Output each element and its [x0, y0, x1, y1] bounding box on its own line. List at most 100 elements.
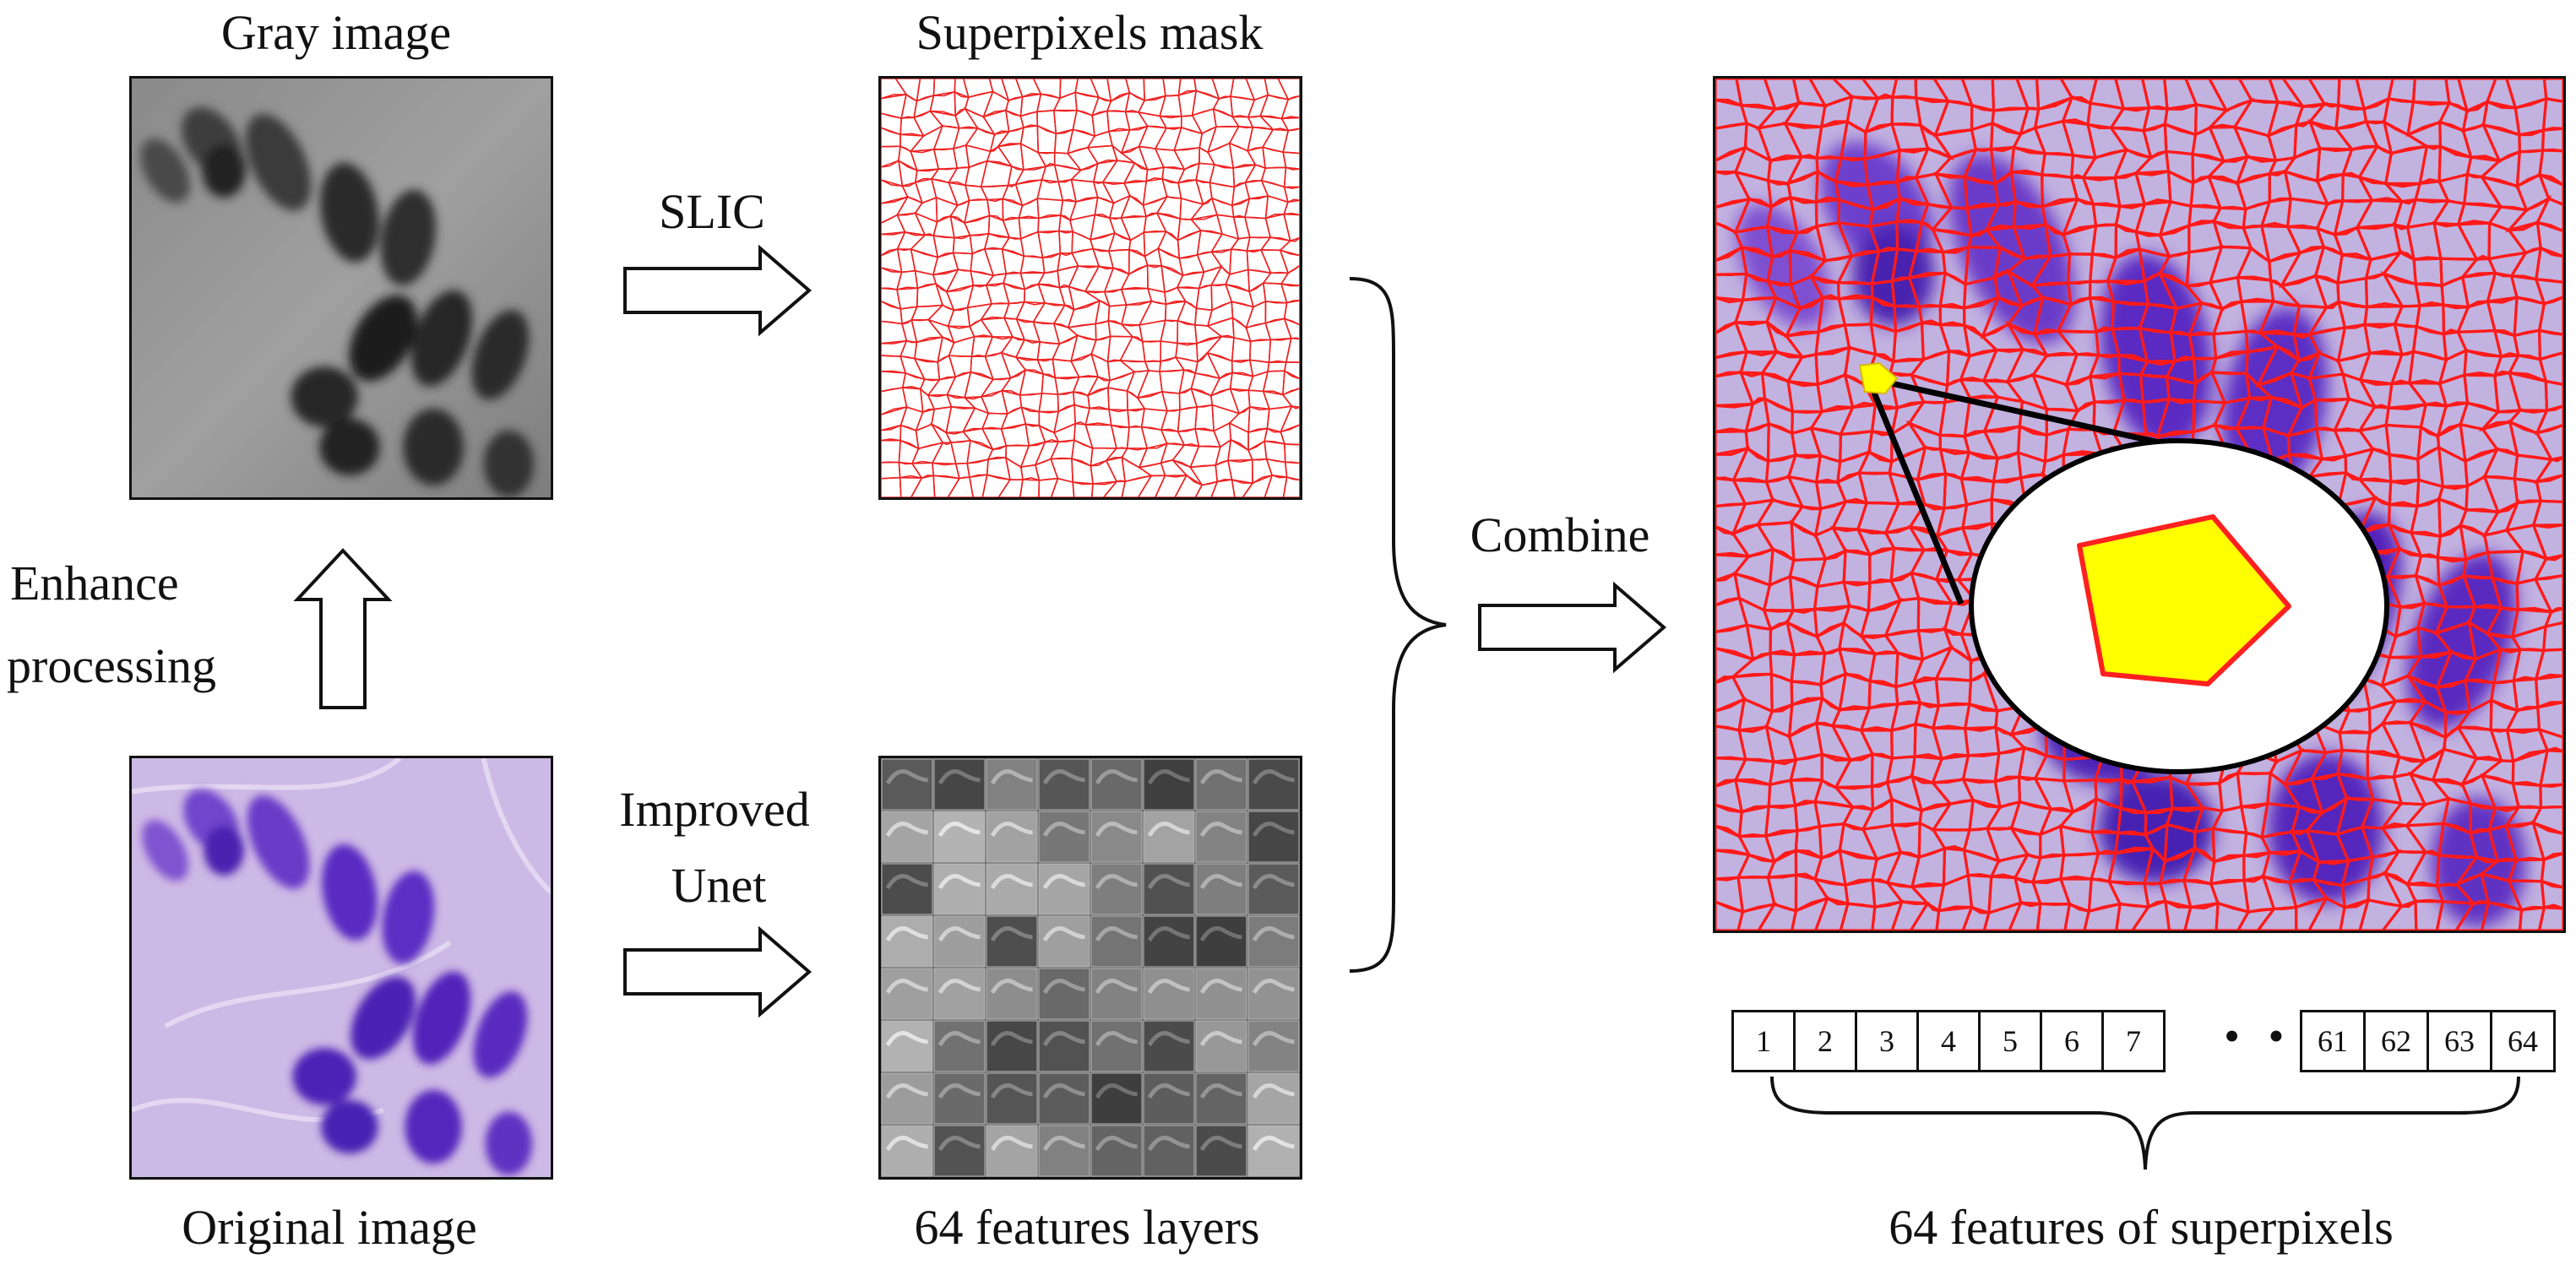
feature-layer-tile — [1038, 1020, 1090, 1072]
superpixel-cell — [1019, 393, 1043, 413]
superpixel-cell — [1110, 424, 1130, 449]
feature-layer-texture — [1095, 874, 1138, 890]
superpixel-cell — [1279, 404, 1300, 433]
feature-cell: 63 — [2427, 1010, 2492, 1072]
superpixel-cell — [1154, 148, 1186, 171]
superpixel-cell — [1247, 94, 1269, 118]
feature-layer-texture — [1252, 874, 1295, 890]
superpixel-cell — [1000, 423, 1030, 447]
feature-layer-texture — [937, 1083, 981, 1099]
original-image-panel — [129, 756, 553, 1180]
feature-layer-tile — [933, 863, 986, 915]
feature-layer-tile — [1195, 968, 1247, 1020]
feature-layer-texture — [1199, 1083, 1242, 1099]
feature-layer-tile — [1195, 915, 1247, 968]
feature-layers-grid — [881, 758, 1300, 1177]
feature-layer-tile — [933, 915, 986, 968]
superpixel-cell — [1108, 408, 1130, 428]
combine-label: Combine — [1470, 507, 1650, 562]
superpixel-cell — [1262, 146, 1287, 169]
superpixel-cell — [1176, 286, 1200, 310]
superpixel-cell — [2518, 905, 2546, 930]
feature-layer-tile — [1195, 1072, 1247, 1125]
superpixel-cell — [1244, 180, 1269, 200]
feature-layer-tile — [881, 1125, 933, 1177]
superpixel-cell — [964, 198, 991, 225]
superpixel-cell — [952, 252, 974, 272]
feature-cell: 4 — [1916, 1010, 1981, 1072]
superpixel-cell — [932, 475, 961, 497]
feature-layer-tile — [1090, 1125, 1143, 1177]
feature-layer-texture — [1095, 926, 1138, 942]
superpixel-cell — [1194, 480, 1219, 497]
superpixel-cell — [912, 110, 944, 138]
superpixel-cell — [2236, 907, 2277, 930]
superpixel-cell — [1015, 301, 1046, 323]
feature-layer-tile — [1143, 758, 1195, 811]
superpixel-cell — [2537, 903, 2563, 930]
superpixel-cell — [947, 476, 974, 497]
superpixel-cell — [1160, 409, 1181, 432]
superpixel-cell — [1206, 317, 1235, 339]
superpixel-cell — [1137, 475, 1166, 497]
superpixel-cell — [2381, 898, 2418, 930]
superpixel-cell — [1057, 264, 1079, 289]
superpixel-cell — [963, 106, 997, 136]
feature-layer-texture — [1252, 1136, 1295, 1152]
superpixel-cell — [1068, 265, 1101, 292]
feature-layer-texture — [1199, 874, 1242, 890]
superpixel-cell — [910, 442, 944, 464]
processing-label: processing — [7, 638, 217, 693]
superpixel-cell — [1038, 393, 1060, 413]
feature-layer-texture — [885, 874, 928, 890]
feature-layer-tile — [933, 811, 986, 863]
superpixel-cell — [1279, 248, 1300, 274]
superpixel-cell — [1003, 301, 1026, 320]
superpixel-cell — [1230, 95, 1256, 118]
gray-image — [132, 79, 551, 497]
feature-layer-tile — [1143, 968, 1195, 1020]
superpixel-cell — [2035, 902, 2072, 930]
superpixel-cell — [1124, 91, 1146, 113]
feature-layer-texture — [990, 979, 1033, 995]
feature-layer-tile — [881, 811, 933, 863]
feature-layer-tile — [933, 758, 986, 811]
feature-layer-tile — [1090, 1020, 1143, 1072]
superpixel-cell — [1074, 91, 1100, 117]
feature-layer-texture — [990, 822, 1033, 838]
feature-layer-texture — [1199, 1031, 1242, 1047]
feature-layer-texture — [1147, 874, 1190, 890]
feature-layer-texture — [1252, 1031, 1295, 1047]
superpixel-cell — [1119, 335, 1146, 363]
superpixel-cell — [1126, 369, 1150, 399]
feature-layer-tile — [1090, 915, 1143, 968]
superpixel-cell — [1285, 337, 1300, 363]
feature-layer-texture — [990, 1083, 1033, 1099]
superpixel-cell — [881, 438, 901, 464]
enhance-label: Enhance — [10, 556, 179, 610]
superpixel-cell — [1103, 288, 1128, 307]
feature-layer-tile — [1247, 1072, 1300, 1125]
feature-layer-texture — [1095, 979, 1138, 995]
feature-layer-tile — [1247, 968, 1300, 1020]
feature-layer-texture — [1042, 979, 1085, 995]
feature-layer-texture — [1199, 979, 1242, 995]
superpixel-cell — [1210, 197, 1235, 218]
superpixel-cell — [881, 476, 902, 497]
superpixel-cell — [2454, 899, 2491, 930]
superpixel-cell — [1280, 264, 1300, 286]
feature-layer-tile — [1038, 968, 1090, 1020]
feature-layer-tile — [1090, 863, 1143, 915]
superpixel-cell — [1259, 236, 1292, 252]
superpixel-cell — [1019, 142, 1047, 171]
feature-layer-tile — [933, 968, 986, 1020]
superpixel-cell — [1264, 474, 1288, 497]
superpixel-cell — [949, 214, 971, 239]
feature-layer-texture — [1199, 822, 1242, 838]
superpixel-cell — [927, 304, 955, 328]
superpixel-cell — [1120, 214, 1148, 241]
superpixel-cell — [947, 307, 971, 328]
superpixel-cell — [1117, 359, 1149, 373]
feature-layer-tile — [933, 1020, 986, 1072]
superpixel-cell — [1890, 900, 1931, 930]
